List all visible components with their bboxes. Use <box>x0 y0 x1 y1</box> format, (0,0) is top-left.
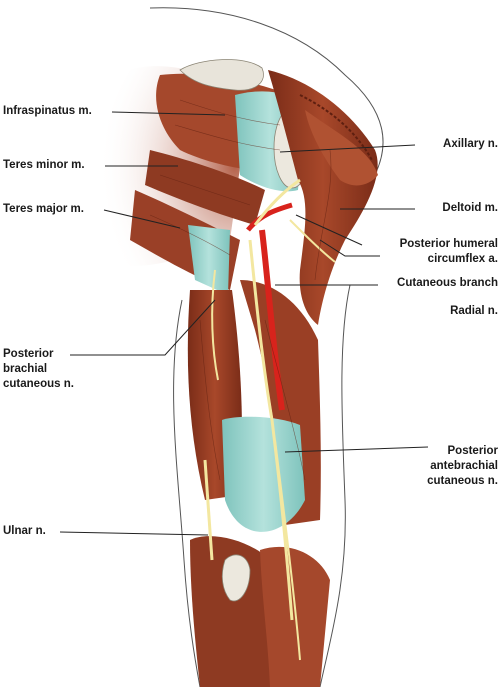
label-axillary: Axillary n. <box>443 138 498 150</box>
label-infraspinatus: Infraspinatus m. <box>3 105 92 117</box>
label-teres-minor: Teres minor m. <box>3 159 85 171</box>
leader-teres-major <box>103 209 181 229</box>
ulnar-nerve <box>203 459 214 561</box>
label-posterior-humeral-circumflex: Posterior humeral circumflex a. <box>399 238 498 265</box>
label-posterior-antebrachial-cutaneous: Posterior antebrachial cutaneous n. <box>427 445 498 487</box>
leader-ulnar <box>59 531 209 536</box>
label-posterior-brachial-cutaneous: Posterior brachial cutaneous n. <box>3 348 74 390</box>
leader-infraspinatus <box>111 111 226 116</box>
leader-axillary <box>279 144 416 153</box>
posterior-humeral-circumflex-artery <box>246 202 293 232</box>
acromion-bone <box>179 59 264 91</box>
posterior-brachial-cutaneous-nerve <box>211 269 219 381</box>
teres-minor-muscle <box>145 150 265 225</box>
leader-cutaneous-branch <box>319 239 380 257</box>
axillary-nerve <box>253 178 301 226</box>
olecranon-bone <box>221 554 251 602</box>
label-radial: Radial n. <box>450 305 498 317</box>
teres-major-tendon <box>188 225 230 295</box>
label-deltoid: Deltoid m. <box>442 202 498 214</box>
skin-outline <box>149 7 384 688</box>
leader-posterior-brachial <box>70 299 216 356</box>
deltoid-flap <box>305 110 378 186</box>
deltoid-cut-edge <box>299 94 373 161</box>
label-ulnar: Ulnar n. <box>3 525 46 537</box>
cutaneous-branch-nerve <box>289 219 336 263</box>
triceps-tendon <box>222 416 305 532</box>
forearm-muscles <box>190 536 285 687</box>
posterior-antebrachial-cutaneous-nerve <box>274 439 301 661</box>
leader-lines <box>59 111 429 536</box>
skin-outline-left <box>173 299 201 688</box>
profunda-artery <box>259 229 285 411</box>
leader-posterior-antebrachial <box>284 446 429 453</box>
label-cutaneous-branch: Cutaneous branch <box>397 277 498 289</box>
label-teres-major: Teres major m. <box>3 203 84 215</box>
radial-nerve <box>248 239 294 621</box>
leader-posterior-humeral <box>295 214 363 246</box>
deltoid-muscle <box>268 70 378 325</box>
muscle-fibres <box>149 99 332 481</box>
